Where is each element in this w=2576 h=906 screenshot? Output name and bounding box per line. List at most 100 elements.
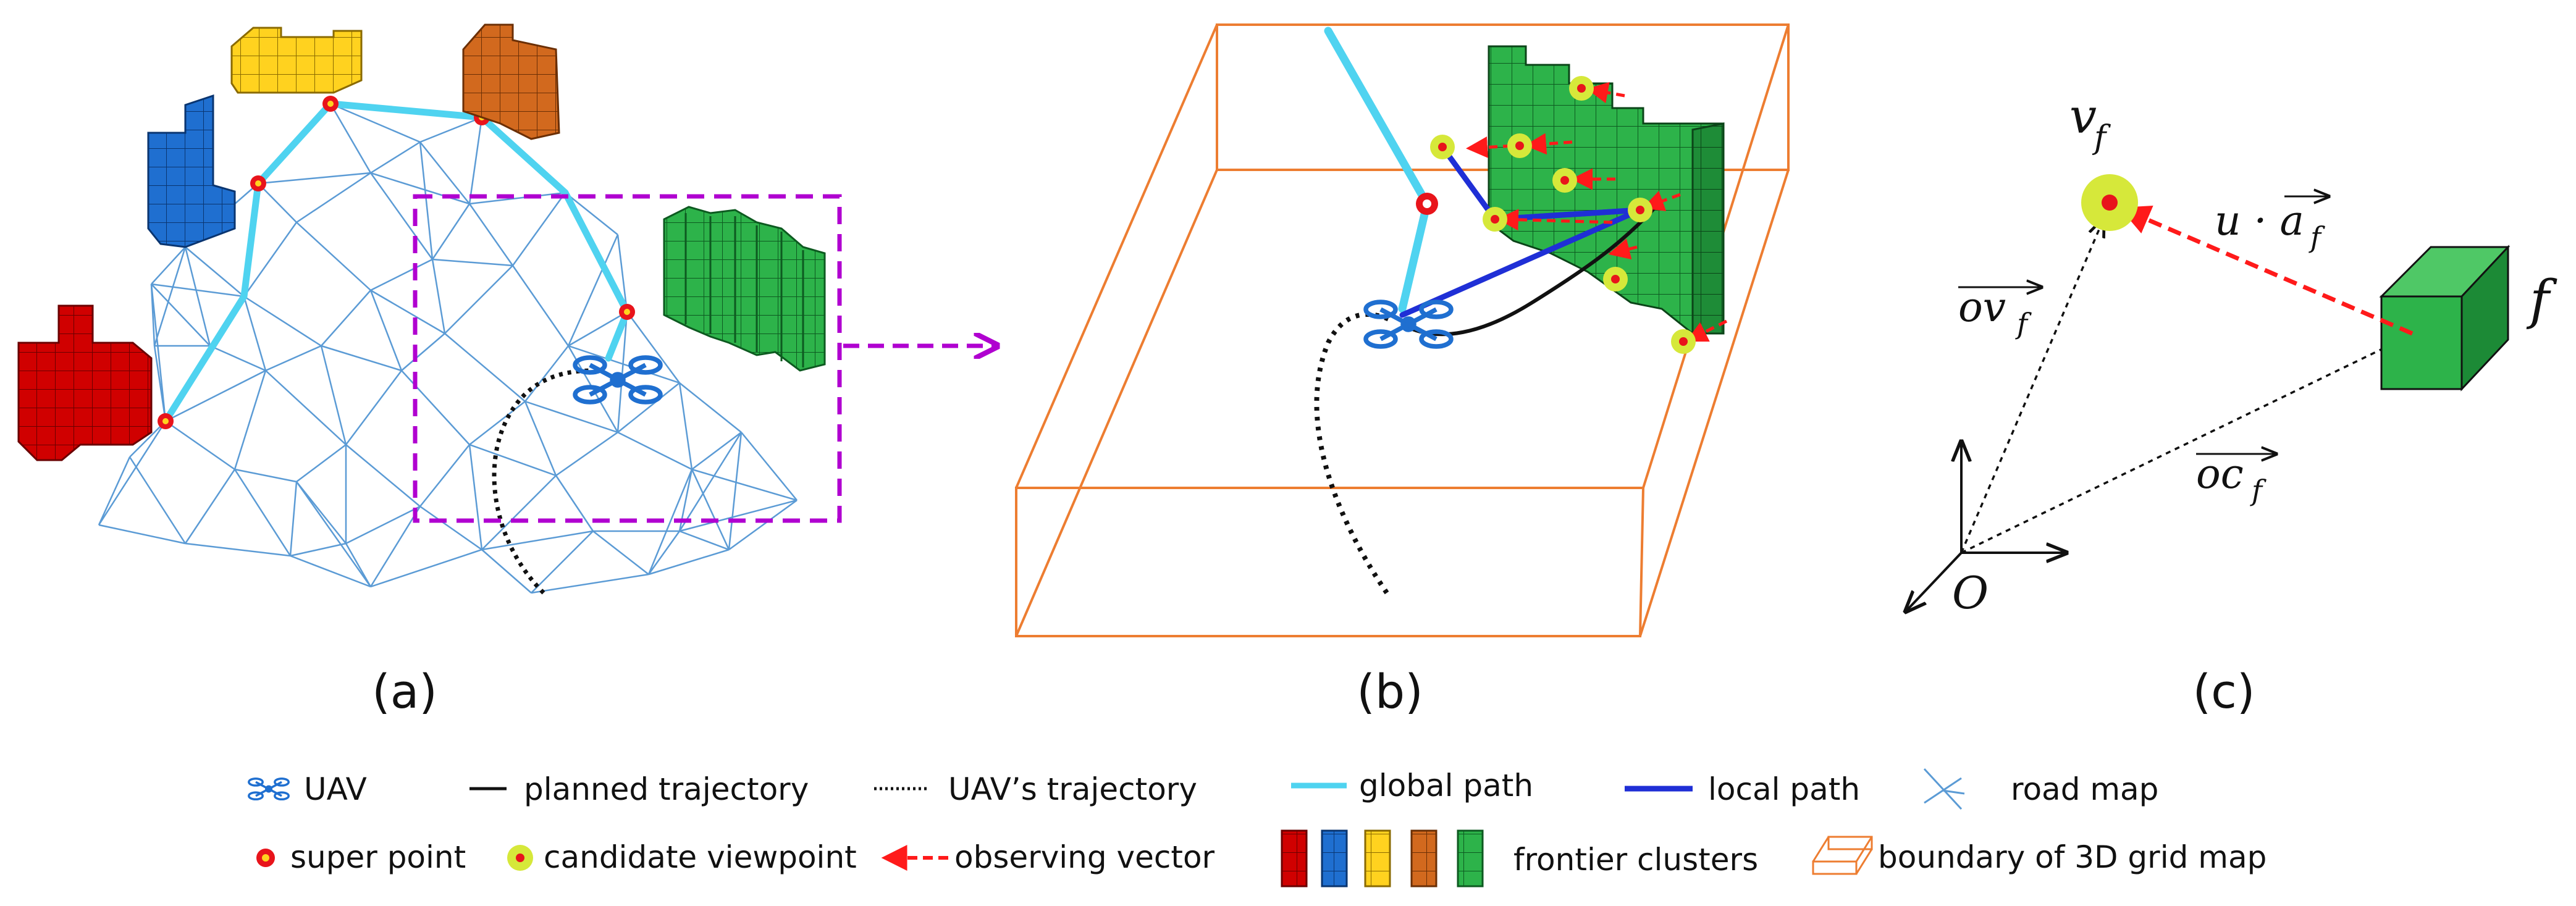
- svg-text:f: f: [2309, 220, 2325, 254]
- legend-road-map-swatch: [1923, 768, 1965, 810]
- label-origin: O: [1952, 567, 1989, 619]
- uav-trajectory-b: [1314, 312, 1394, 595]
- road-map-edge: [617, 311, 628, 433]
- road-map-edge: [648, 548, 730, 576]
- road-map-edge: [419, 141, 470, 204]
- road-map-edge: [524, 401, 557, 476]
- road-map-edge: [481, 475, 557, 550]
- road-map-edge: [98, 524, 186, 545]
- road-map-edge: [345, 370, 402, 445]
- road-map-edge: [369, 290, 403, 371]
- road-map-edge: [370, 172, 470, 205]
- road-map-edge: [295, 481, 372, 587]
- road-map-edge: [296, 444, 347, 482]
- road-map-edge: [401, 333, 445, 371]
- road-map-edge: [617, 431, 692, 471]
- uav-icon-b: [1366, 302, 1451, 346]
- road-map-edge: [296, 222, 371, 291]
- legend-candidate-viewpoint-label: candidate viewpoint: [544, 839, 857, 875]
- frontier-cube: [2379, 245, 2511, 392]
- legend-uav-label: UAV: [304, 771, 367, 807]
- legend-super-point-label: super point: [290, 839, 466, 875]
- road-map-edge: [469, 401, 526, 445]
- road-map-edge: [511, 265, 570, 346]
- road-map-edge: [185, 246, 245, 297]
- road-map-edge: [151, 283, 211, 346]
- frontier-cluster-orange: [462, 23, 560, 140]
- road-map-edge: [565, 192, 618, 235]
- legend-boundary-label: boundary of 3D grid map: [1878, 839, 2267, 875]
- label-f: f: [2526, 269, 2557, 331]
- road-map-edge: [98, 456, 131, 526]
- road-map-edge: [129, 421, 166, 458]
- road-map-edge: [370, 258, 433, 292]
- frontier-cluster-yellow: [230, 27, 363, 94]
- global-path: [162, 100, 631, 425]
- legend-global-path-label: global path: [1359, 768, 1534, 803]
- road-map-edge: [679, 499, 798, 532]
- road-map-edge: [243, 295, 322, 347]
- vector-oc: [1961, 333, 2414, 554]
- road-map-edge: [444, 265, 513, 334]
- svg-text:u · a: u · a: [2215, 197, 2304, 245]
- panel-b: [1015, 23, 1790, 637]
- road-map-edge: [184, 469, 236, 544]
- road-map-edge: [617, 382, 680, 433]
- road-map-edge: [741, 432, 798, 501]
- road-map-edge: [419, 444, 470, 507]
- road-map-edge: [234, 468, 297, 483]
- road-map-edge: [128, 456, 187, 544]
- frontier-cluster-red: [17, 304, 153, 461]
- road-map-edge: [234, 469, 292, 556]
- road-map-edge: [320, 345, 347, 445]
- panel-c: v f f u · a f ov f oc f O: [1906, 89, 2557, 619]
- road-map-edge: [329, 103, 372, 174]
- road-map-edge: [678, 382, 693, 470]
- legend-boundary-swatch: [1812, 836, 1873, 875]
- road-map-edge: [151, 283, 245, 298]
- road-map-edge: [728, 499, 798, 551]
- svg-text:f: f: [2250, 474, 2267, 507]
- road-map-edge: [679, 382, 742, 433]
- road-map-edge: [481, 530, 594, 551]
- road-map-edge: [678, 432, 743, 532]
- panel-label-c: (c): [2192, 664, 2255, 719]
- road-map-edge: [469, 191, 566, 205]
- road-map-edge: [370, 141, 421, 174]
- road-map-edge: [370, 548, 482, 588]
- road-map-edge: [345, 444, 421, 507]
- road-map-edge: [290, 555, 371, 588]
- road-map-edge: [165, 420, 235, 471]
- grid-map-boundary: [1015, 23, 1790, 637]
- road-map-edge: [647, 469, 693, 575]
- road-map-edge: [369, 172, 434, 260]
- roi-box: [413, 194, 842, 523]
- legend-frontier-clusters-label: frontier clusters: [1513, 842, 1759, 878]
- road-map-edge: [185, 542, 291, 557]
- frontier-cluster-green-3d: [1488, 45, 1725, 335]
- legend-uav-icon: [247, 777, 290, 801]
- legend-planned-trajectory-label: planned trajectory: [524, 771, 809, 807]
- label-vec-oc: oc f: [2196, 450, 2276, 507]
- road-map-edge: [431, 203, 471, 260]
- road-map-edge: [258, 172, 371, 185]
- road-map-edge: [265, 345, 322, 372]
- road-map-edge: [234, 370, 267, 470]
- legend-road-map-label: road map: [2011, 771, 2159, 807]
- road-map-edge: [369, 506, 421, 587]
- svg-text:f: f: [2015, 307, 2032, 340]
- panel-label-a: (a): [372, 664, 437, 719]
- road-map-edge: [419, 505, 482, 551]
- legend-frontier-clusters-swatch: [1281, 829, 1484, 887]
- road-map-edge: [592, 531, 649, 575]
- road-map-edge: [432, 258, 513, 267]
- road-map-edge: [209, 345, 266, 372]
- road-map-edge: [243, 296, 267, 371]
- road-map-edge: [691, 469, 730, 550]
- road-map-edge: [419, 116, 482, 143]
- road-map-edge: [626, 311, 681, 384]
- candidate-viewpoints: [1430, 76, 1728, 354]
- svg-text:f: f: [2092, 119, 2111, 156]
- road-map-edge: [431, 259, 446, 334]
- road-map-edge: [481, 549, 532, 594]
